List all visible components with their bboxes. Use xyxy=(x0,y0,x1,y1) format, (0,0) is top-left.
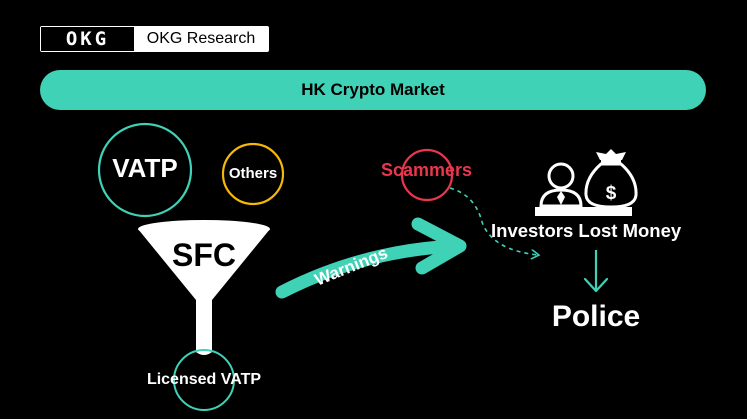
sfc-funnel xyxy=(138,220,270,355)
vatp-label: VATP xyxy=(112,153,178,183)
police-label: Police xyxy=(551,300,641,333)
scammers-circle xyxy=(400,148,454,202)
money-bag-icon: $ xyxy=(584,149,638,209)
vatp-circle xyxy=(97,122,193,218)
arrow-down-icon xyxy=(583,250,609,293)
brand-header: OKG OKG Research xyxy=(40,26,269,52)
svg-text:$: $ xyxy=(606,183,617,204)
others-label: Others xyxy=(228,165,278,182)
okg-logo-text: OKG xyxy=(65,27,110,50)
scammers-label: Scammers xyxy=(381,160,473,180)
desk-bar xyxy=(535,207,632,216)
others-circle xyxy=(221,142,285,206)
sfc-label: SFC xyxy=(172,237,236,273)
scam-dashed-arrow xyxy=(449,187,538,255)
warnings-arrow xyxy=(275,217,467,299)
investors-label: Investors Lost Money xyxy=(491,220,682,241)
okg-logo: OKG xyxy=(41,27,134,51)
market-bar: HK Crypto Market xyxy=(40,70,706,110)
licensed-vatp-circle xyxy=(173,349,235,411)
brand-name: OKG Research xyxy=(146,30,256,47)
licensed-vatp-label: Licensed VATP xyxy=(146,371,262,388)
investor-icon xyxy=(539,162,583,208)
